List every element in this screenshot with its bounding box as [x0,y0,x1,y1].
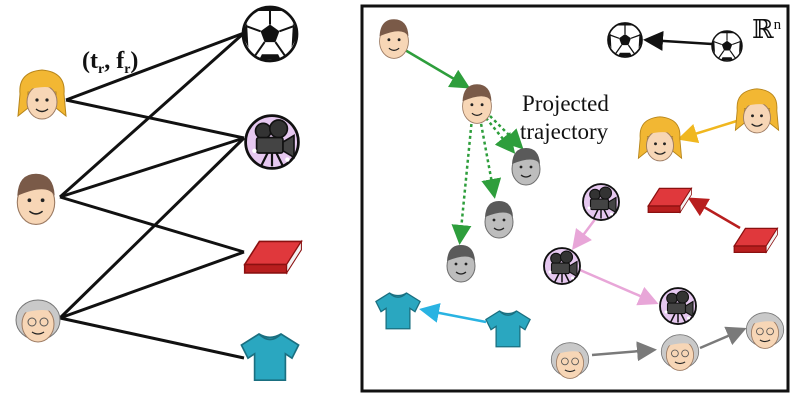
edge-granny-book [59,250,245,320]
soccer-ball-position-2-icon [711,30,743,62]
soccer-ball-position-1-icon [607,22,643,58]
embedding-space-panel: ℝn Projected trajectory [360,4,790,393]
man-position-1-icon [378,18,410,59]
book-icon [243,240,303,274]
shirt-trajectory-arrow [419,303,487,324]
camera-position-2-icon [543,247,581,285]
edge-man-camera [59,136,245,199]
girl-trajectory-arrow [677,118,741,144]
soccer-ball-icon [241,5,299,63]
projected-man-2-icon [484,200,514,239]
user-girl-icon [17,69,67,120]
graph-edges [58,31,246,360]
edge-man-ball [59,31,245,199]
tshirt-icon [240,333,300,382]
space-label: ℝn [752,15,782,44]
user-granny-icon [15,299,61,343]
edge-girl-ball [65,31,245,102]
projected-man-1-icon [511,147,541,186]
embedding-space-frame [360,4,790,393]
film-camera-icon [244,114,300,170]
man-position-2-icon [461,83,493,124]
ball-trajectory-arrow [643,30,713,51]
camera-position-1-icon [582,183,620,221]
projected-trajectory-label-line1: Projected [522,91,609,116]
granny-trajectory-arrows [591,326,747,362]
book-trajectory-arrow [687,197,741,230]
edge-label: (tr, fr) [82,48,138,77]
camera-trajectory-arrows [572,217,659,306]
edge-granny-camera [58,136,246,320]
bipartite-graph: (tr, fr) [15,5,303,382]
projected-trajectory-arrows [451,115,524,245]
user-man-icon [16,173,56,226]
projected-man-3-icon [446,244,476,283]
man-trajectory-arrow [404,48,471,89]
edge-girl-camera [65,98,245,140]
edge-granny-shirt [59,316,245,360]
edge-man-book [59,195,245,254]
camera-position-3-icon [659,287,697,325]
projected-trajectory-label-line2: trajectory [520,119,609,144]
